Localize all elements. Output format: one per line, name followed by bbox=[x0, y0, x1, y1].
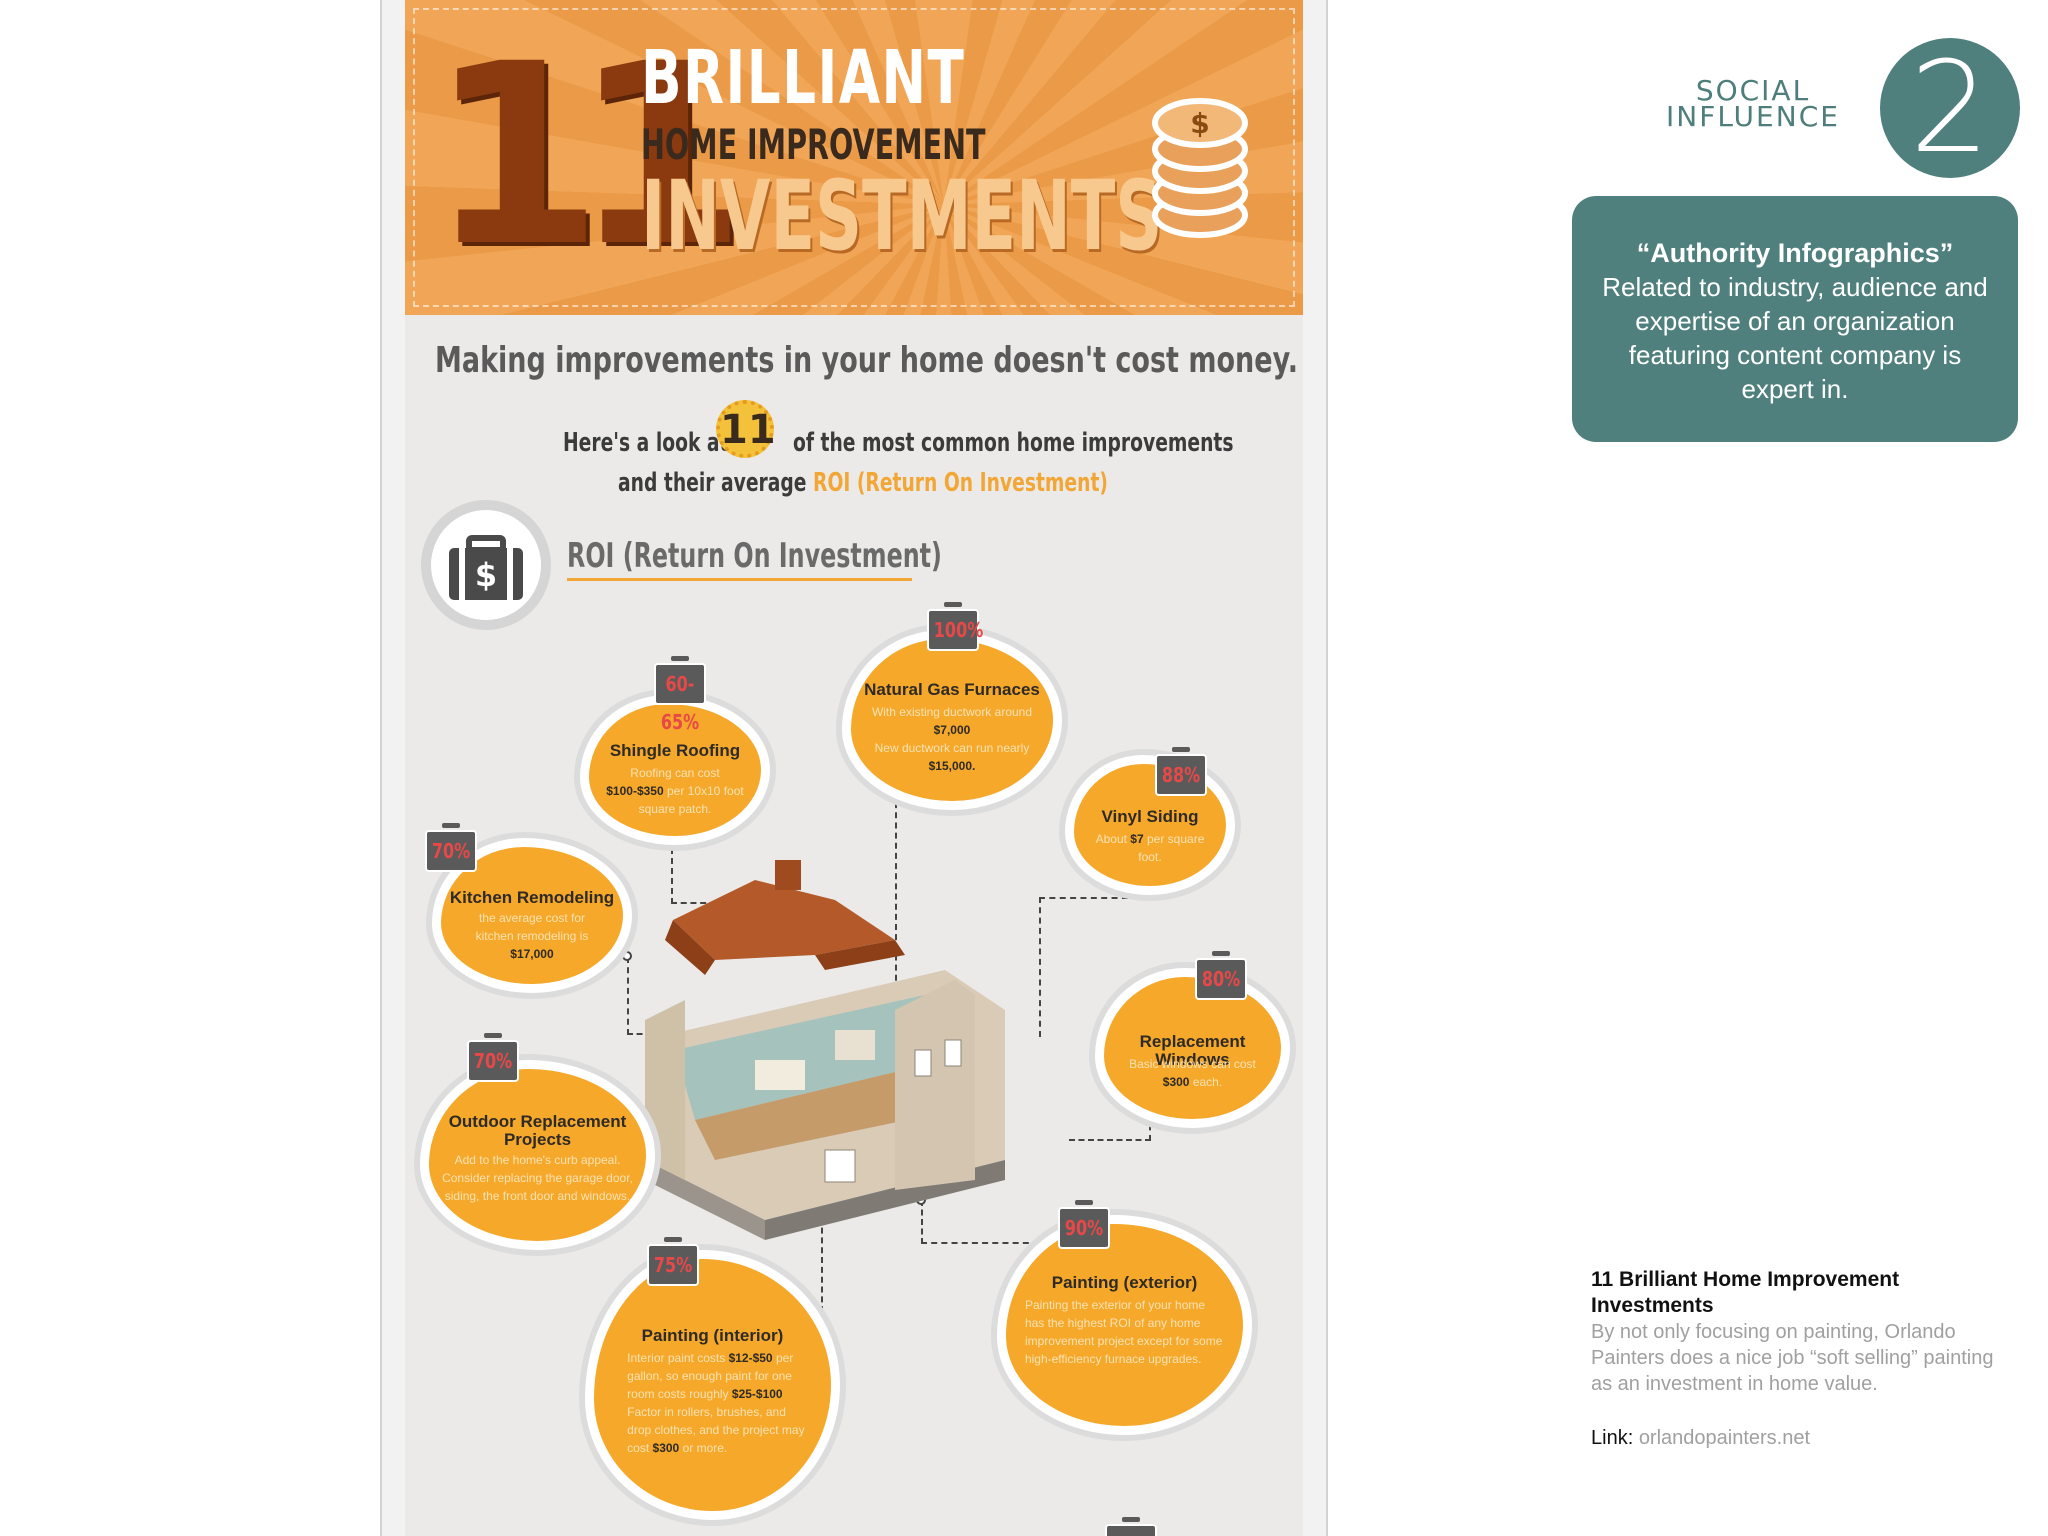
briefcase-icon: $ bbox=[449, 535, 523, 600]
connector-dot bbox=[622, 951, 632, 961]
roi-icon-circle: $ bbox=[421, 500, 551, 630]
item-description: With existing ductwork around $7,000 New… bbox=[871, 705, 1033, 773]
roi-badge-next-item bbox=[1105, 1517, 1157, 1536]
item-title: Vinyl Siding bbox=[1101, 807, 1199, 826]
item-card-replacement-windows: Replacement Windows Basic windows can co… bbox=[1095, 968, 1290, 1128]
link-label: Link: bbox=[1591, 1427, 1634, 1449]
card-title: “Authority Infographics” bbox=[1636, 238, 1954, 268]
roi-badge-outdoor-replacement-projects: 70% bbox=[467, 1033, 519, 1082]
connector-painting-exterior bbox=[921, 1200, 1039, 1244]
item-description: Basic windows can cost $300 each. bbox=[1129, 1057, 1256, 1089]
roi-heading: ROI (Return On Investment) bbox=[567, 536, 942, 576]
section-number: 2 bbox=[1880, 38, 2020, 178]
title-line-1: BRILLIANT bbox=[641, 35, 966, 121]
item-card-outdoor-replacement-projects: Outdoor Replacement Projects Add to the … bbox=[420, 1060, 655, 1250]
roi-badge-replacement-windows: 80% bbox=[1195, 951, 1247, 1000]
roi-icon-symbol: $ bbox=[475, 556, 497, 594]
connector-windows bbox=[1069, 1103, 1151, 1141]
roi-underline bbox=[567, 578, 912, 581]
title-banner: 11 BRILLIANT HOME IMPROVEMENT INVESTMENT… bbox=[405, 0, 1303, 315]
item-description: Add to the home's curb appeal. Consider … bbox=[442, 1153, 633, 1203]
connector-siding bbox=[1039, 897, 1159, 1037]
roi-badge-shingle-roofing: 60-65% bbox=[654, 656, 706, 734]
item-title: Painting (interior) bbox=[641, 1326, 784, 1345]
roi-badge-vinyl-siding: 88% bbox=[1155, 747, 1207, 796]
house-cutaway-illustration bbox=[645, 860, 1005, 1240]
roi-badge-natural-gas-furnaces: 100% bbox=[927, 602, 983, 651]
item-description: Painting the exterior of your home has t… bbox=[1024, 1298, 1223, 1366]
section-label: SOCIAL INFLUENCE bbox=[1666, 74, 1840, 133]
banner-border bbox=[413, 8, 1295, 307]
intro-text-3: and their average bbox=[618, 468, 807, 498]
item-title: Kitchen Remodeling bbox=[449, 888, 615, 907]
infographic-image: 11 BRILLIANT HOME IMPROVEMENT INVESTMENT… bbox=[405, 0, 1303, 1536]
intro-text-2: of the most common home improvements bbox=[793, 428, 1234, 458]
intro-number-badge: 11 bbox=[716, 400, 776, 458]
caption-block: 11 Brilliant Home Improvement Investment… bbox=[1591, 1267, 2011, 1451]
intro-text-1: Here's a look at bbox=[563, 428, 729, 458]
item-title: Painting (exterior) bbox=[1051, 1273, 1198, 1292]
roi-badge-kitchen-remodeling: 70% bbox=[425, 823, 477, 872]
title-line-3: INVESTMENTS bbox=[641, 160, 1163, 272]
item-description: Roofing can cost $100-$350 per 10x10 foo… bbox=[606, 766, 744, 816]
title-number: 11 bbox=[429, 10, 747, 301]
caption-link-row: Link: orlandopainters.net bbox=[1591, 1425, 2011, 1451]
coin-stack-icon: $ bbox=[1152, 98, 1248, 238]
roi-badge-painting-interior: 75% bbox=[647, 1237, 699, 1286]
caption-body: By not only focusing on painting, Orland… bbox=[1591, 1321, 1994, 1395]
item-card-vinyl-siding: Vinyl Siding About $7 per square foot. bbox=[1065, 755, 1235, 895]
roi-badge-painting-exterior: 90% bbox=[1058, 1200, 1110, 1249]
card-body: Related to industry, audience and expert… bbox=[1602, 272, 1988, 404]
item-title: Natural Gas Furnaces bbox=[864, 680, 1040, 699]
coin-symbol: $ bbox=[1190, 107, 1209, 140]
item-card-kitchen-remodeling: Kitchen Remodeling the average cost for … bbox=[432, 838, 632, 993]
item-card-painting-exterior: Painting (exterior) Painting the exterio… bbox=[997, 1215, 1252, 1435]
item-card-natural-gas-furnaces: Natural Gas Furnaces With existing ductw… bbox=[842, 630, 1062, 810]
item-description: the average cost for kitchen remodeling … bbox=[475, 911, 589, 961]
item-title: Shingle Roofing bbox=[609, 741, 741, 760]
item-card-painting-interior: Painting (interior) Interior paint costs… bbox=[585, 1250, 840, 1520]
title-line-2: HOME IMPROVEMENT bbox=[641, 120, 986, 169]
intro-line-2: and their average ROI (Return On Investm… bbox=[618, 468, 1108, 498]
intro-roi: ROI (Return On Investment) bbox=[813, 468, 1108, 498]
authority-infographics-card: “Authority Infographics” Related to indu… bbox=[1572, 196, 2018, 442]
item-title: Replacement Windows bbox=[1139, 1032, 1246, 1069]
connector-furnace bbox=[895, 792, 897, 1062]
caption-title: 11 Brilliant Home Improvement Investment… bbox=[1591, 1268, 1900, 1317]
item-title: Outdoor Replacement Projects bbox=[448, 1112, 627, 1149]
tagline: Making improvements in your home doesn't… bbox=[435, 340, 1303, 381]
item-description: About $7 per square foot. bbox=[1095, 832, 1205, 864]
item-description: Interior paint costs $12-$50 per gallon,… bbox=[627, 1351, 805, 1455]
orlandopainters-link[interactable]: orlandopainters.net bbox=[1638, 1427, 1811, 1449]
